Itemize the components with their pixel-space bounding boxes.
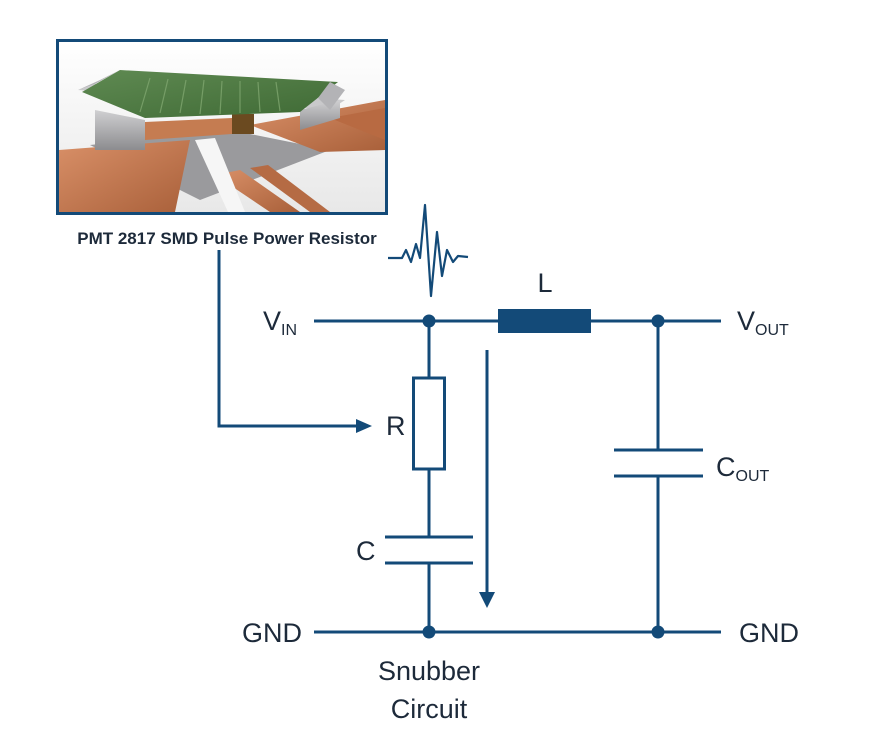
photo-frame [56,39,388,215]
resistor-photo [56,39,388,215]
gnd-right-label: GND [739,618,799,648]
resistor-label: R [386,411,406,441]
junction-gnd-cap [651,625,665,639]
inductor-label: L [537,268,552,298]
snubber-caption-line2: Circuit [391,694,468,724]
resistor-symbol [412,376,446,471]
output-capacitor-label: COUT [716,452,770,485]
resistor-leader-line [217,250,358,428]
junction-vin-snubber [422,314,436,328]
inductor-symbol [498,309,591,333]
junction-vout-cap [651,314,665,328]
snubber-capacitor-label: C [356,536,376,566]
vin-label: VIN [263,306,297,339]
gnd-left-label: GND [242,618,302,648]
junction-gnd-snubber [422,625,436,639]
snubber-caption-line1: Snubber [378,656,480,686]
current-arrowhead [479,592,495,608]
photo-caption: PMT 2817 SMD Pulse Power Resistor [77,229,377,248]
pulse-waveform-icon [388,203,469,298]
resistor-leader-arrowhead [356,419,372,433]
vout-label: VOUT [737,306,789,339]
